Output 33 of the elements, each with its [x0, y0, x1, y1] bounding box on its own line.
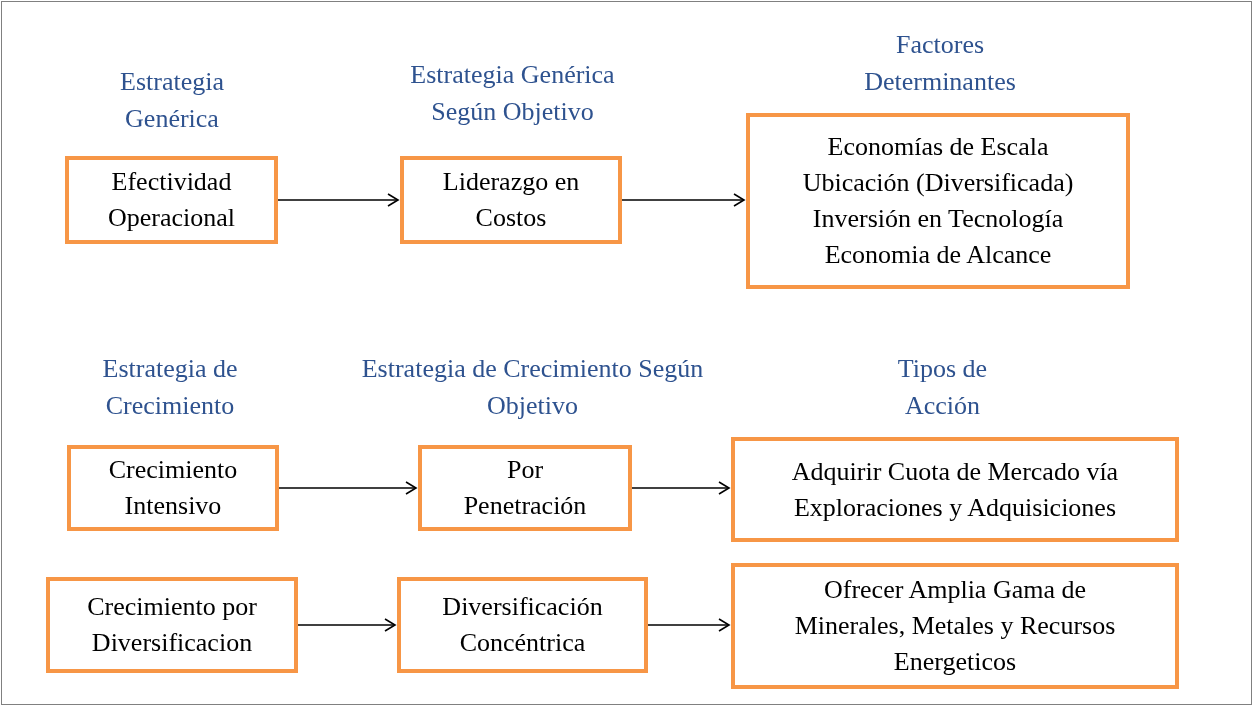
box-text: Economia de Alcance — [824, 239, 1052, 271]
box-text: Efectividad Operacional — [106, 166, 236, 234]
arrow — [647, 618, 730, 632]
arrow — [631, 481, 730, 495]
column-heading: Factores Determinantes — [863, 29, 1017, 98]
process-box — [65, 156, 278, 244]
process-box — [46, 577, 298, 673]
process-box — [731, 563, 1179, 689]
process-box — [746, 113, 1130, 289]
column-heading: Estrategia Genérica Según Objetivo — [409, 59, 616, 128]
arrow — [621, 193, 745, 207]
process-box — [397, 577, 648, 673]
column-heading: Estrategia de Crecimiento Según Objetivo — [360, 353, 705, 422]
box-text: Adquirir Cuota de Mercado vía Exploraciones y Adquisiciones — [790, 455, 1120, 524]
column-heading: Estrategia de Crecimiento — [101, 353, 239, 422]
box-text: Inversión en Tecnología — [812, 203, 1064, 235]
arrow — [277, 193, 399, 207]
process-box — [67, 445, 279, 531]
box-text: Crecimiento por Diversificacion — [86, 591, 258, 659]
box-text: Crecimiento Intensivo — [107, 454, 239, 522]
arrow — [297, 618, 396, 632]
process-box — [418, 445, 632, 531]
box-text: Liderazgo en Costos — [441, 166, 581, 234]
box-text: Ofrecer Amplia Gama de Minerales, Metales y Recursos Energeticos — [793, 574, 1117, 678]
box-text: Economías de Escala — [827, 131, 1049, 163]
process-box — [400, 156, 622, 244]
box-text: Diversificación Concéntrica — [441, 591, 604, 659]
process-box — [731, 437, 1179, 542]
arrow — [278, 481, 417, 495]
box-text: Por Penetración — [462, 454, 588, 522]
column-heading: Estrategia Genérica — [119, 66, 225, 135]
box-text: Ubicación (Diversificada) — [802, 167, 1074, 199]
column-heading: Tipos de Acción — [896, 353, 989, 422]
